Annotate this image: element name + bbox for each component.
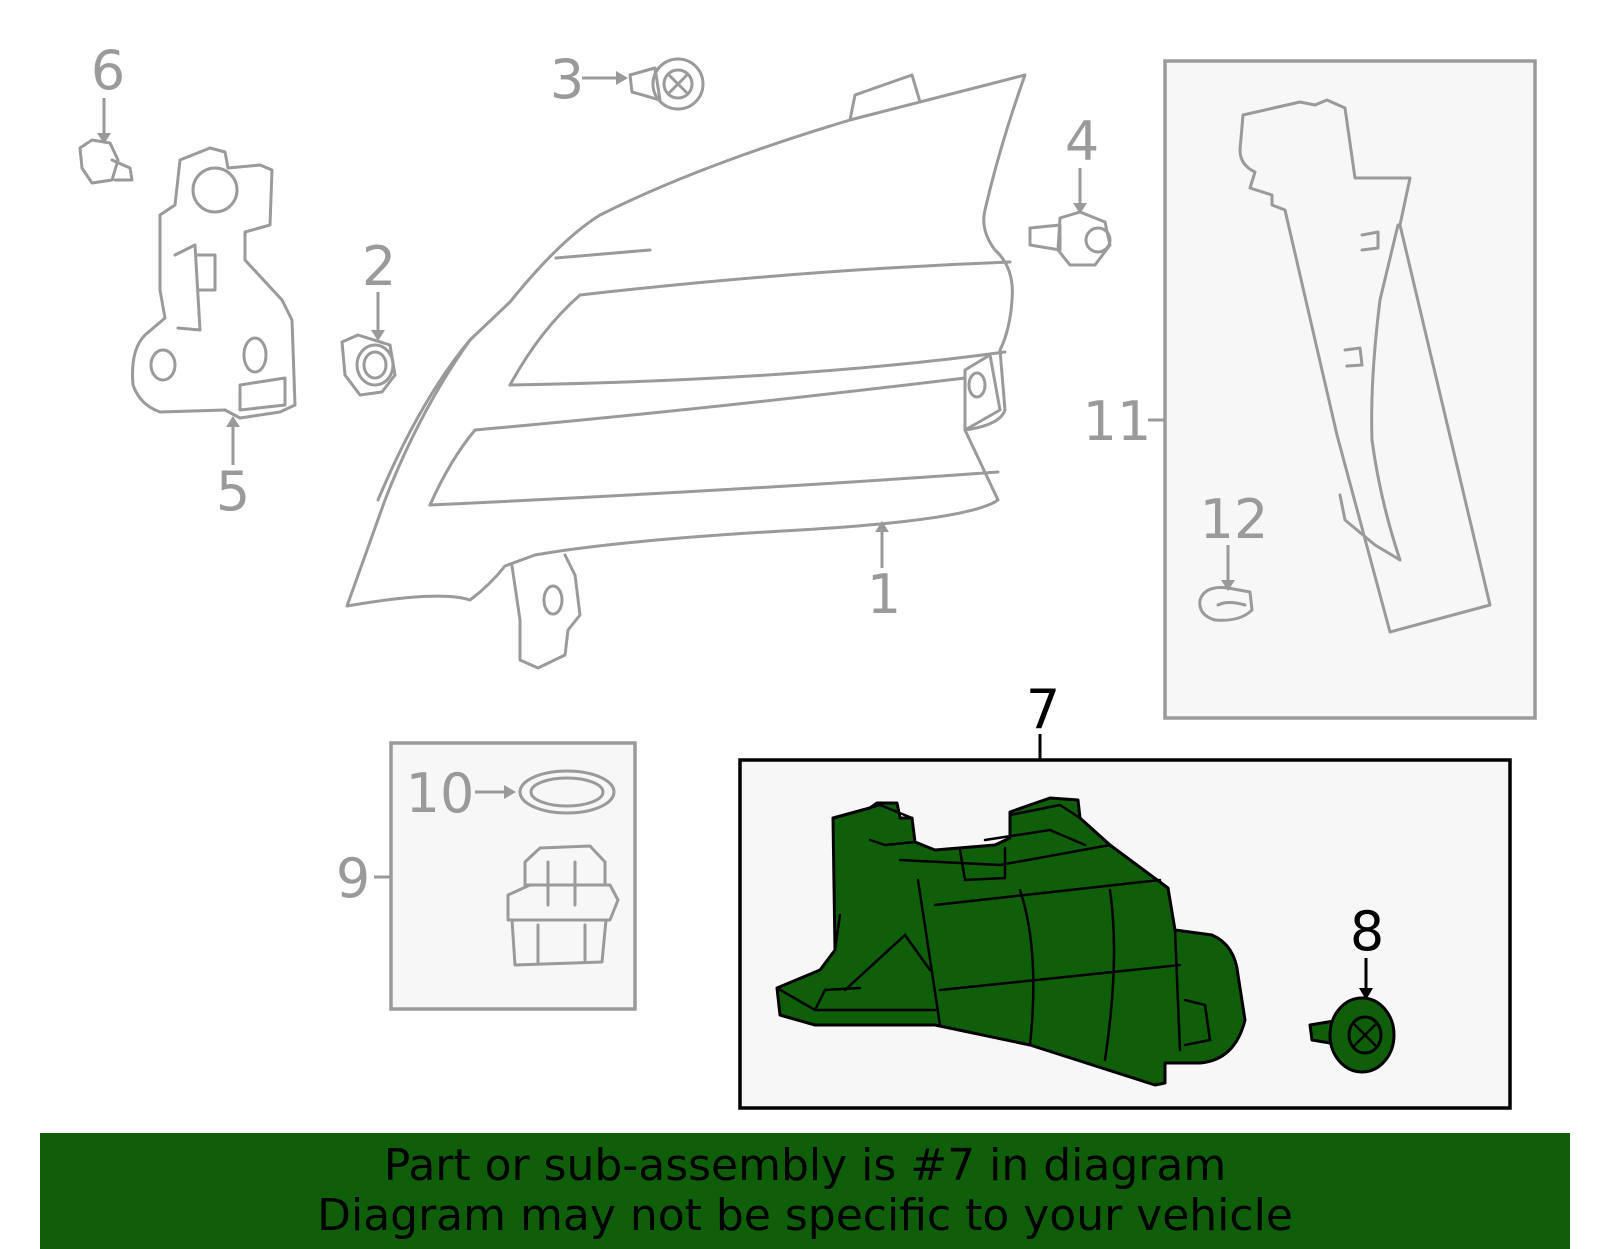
callout-5: 5 [216, 460, 250, 523]
part-11-garnish[interactable] [1238, 98, 1492, 634]
part-5-bracket[interactable] [131, 146, 297, 420]
callout-9: 9 [336, 847, 370, 910]
callout-4: 4 [1065, 110, 1099, 173]
banner-line-1: Part or sub-assembly is #7 in diagram [383, 1140, 1227, 1191]
parts-diagram: 6 3 4 2 5 1 11 12 10 9 7 8 [78, 39, 1537, 1110]
part-9-socket[interactable] [506, 844, 620, 967]
part-3-clip[interactable] [628, 57, 705, 111]
part-1-tail-lamp[interactable] [345, 73, 1027, 670]
callout-1: 1 [867, 563, 901, 626]
callout-3: 3 [550, 48, 584, 111]
part-6-bolt[interactable] [78, 138, 134, 185]
callout-2: 2 [362, 235, 396, 298]
part-4-bolt[interactable] [1028, 210, 1112, 267]
group-box-9 [389, 741, 637, 1011]
part-7-lamp-body[interactable] [775, 796, 1247, 1087]
banner-line-2: Diagram may not be specific to your vehi… [317, 1190, 1293, 1241]
part-8-clip[interactable] [1308, 996, 1396, 1074]
info-banner: Part or sub-assembly is #7 in diagram Di… [40, 1133, 1570, 1249]
part-2-grommet[interactable] [340, 333, 397, 397]
callout-7: 7 [1026, 678, 1060, 741]
callout-8: 8 [1350, 900, 1384, 963]
callout-10: 10 [406, 762, 475, 825]
callout-6: 6 [91, 39, 125, 102]
part-12-clip[interactable] [1198, 586, 1254, 622]
part-10-gasket[interactable] [518, 769, 616, 815]
callout-11: 11 [1083, 390, 1152, 453]
callout-12: 12 [1200, 488, 1269, 551]
